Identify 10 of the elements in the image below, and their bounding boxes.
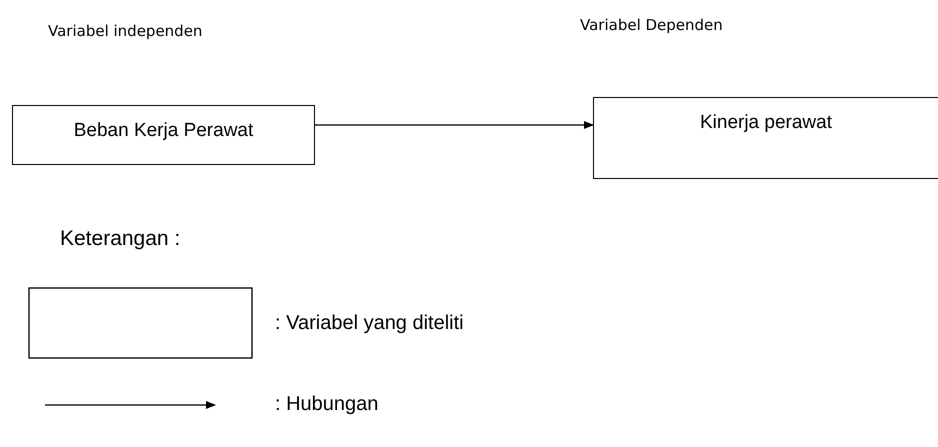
variable-heading: Variabel independen — [48, 22, 202, 40]
legend-text: : Variabel yang diteliti — [275, 312, 464, 335]
legend-text: : Hubungan — [275, 393, 378, 416]
node-text: Beban Kerja Perawat — [74, 120, 254, 143]
variable-heading: Variabel Dependen — [580, 16, 723, 34]
variable-box — [12, 105, 315, 165]
node-text: Kinerja perawat — [700, 112, 832, 135]
arrow — [315, 121, 594, 129]
variable-box — [593, 97, 938, 179]
legend-title: Keterangan : — [60, 227, 180, 251]
